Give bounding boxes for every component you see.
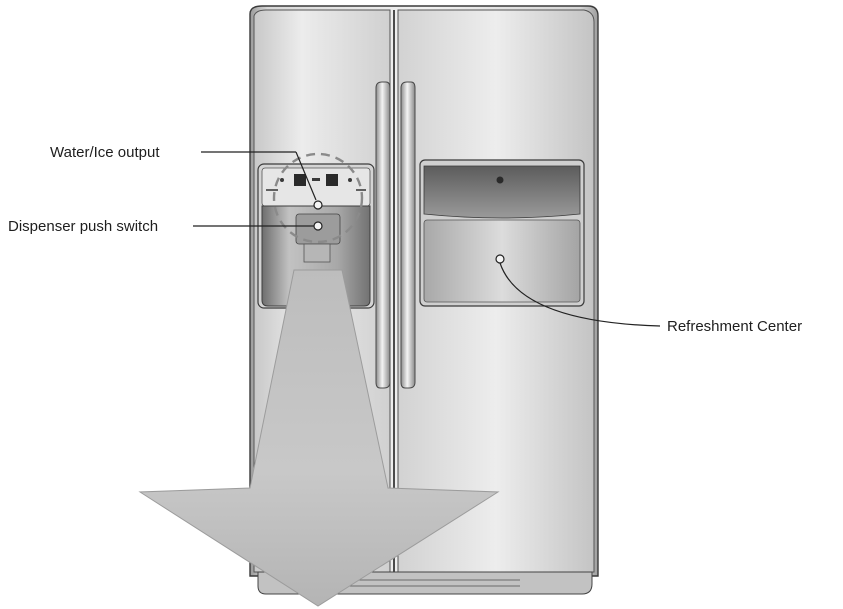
leader-lines [193,151,661,327]
water-ice-output-label: Water/Ice output [50,144,160,161]
freezer-handle [375,81,391,389]
dispenser-push-switch-label: Dispenser push switch [8,218,158,235]
refreshment-center-marker [495,254,505,264]
refreshment-center [419,159,585,307]
dispenser-highlight-circle [272,152,364,244]
refreshment-center-label: Refreshment Center [667,318,802,335]
display-icon [294,174,306,186]
down-arrow-icon [138,269,500,607]
dispenser-panel [257,152,375,309]
fridge-handle [400,81,416,389]
water-ice-output-marker [313,200,323,210]
display-icon [326,174,338,186]
push-switch-marker [313,221,323,231]
